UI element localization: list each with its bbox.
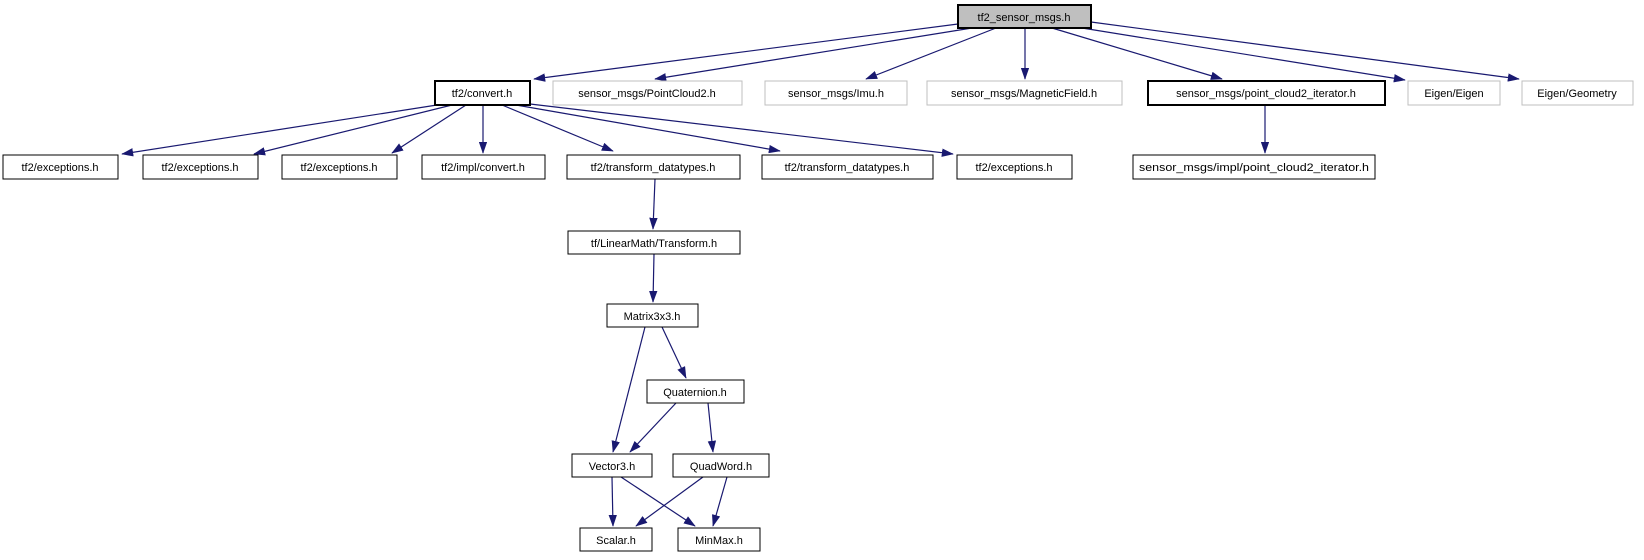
nodes-layer: tf2_sensor_msgs.h tf2/convert.h sensor_m… xyxy=(2,4,1634,552)
edge-root-to-pc2-iterator xyxy=(1051,27,1223,80)
node-label: tf2/exceptions.h xyxy=(975,162,1052,174)
node-box xyxy=(552,80,743,106)
node-tf2-exceptions-4[interactable]: tf2/exceptions.h xyxy=(956,154,1073,180)
node-label: sensor_msgs/point_cloud2_iterator.h xyxy=(1176,88,1356,100)
node-label: Eigen/Geometry xyxy=(1537,88,1617,100)
edge-transform-datatypes-1-to-tf-transform xyxy=(649,178,658,230)
node-label: tf2/exceptions.h xyxy=(21,162,98,174)
edge-root-to-pointcloud2 xyxy=(654,27,973,82)
edge-convert-to-exceptions-4 xyxy=(529,103,954,157)
node-minmax[interactable]: MinMax.h xyxy=(677,527,761,552)
node-box xyxy=(926,80,1123,106)
edge-quaternion-to-quadword xyxy=(707,402,717,453)
node-tf2-impl-convert[interactable]: tf2/impl/convert.h xyxy=(421,154,546,180)
node-eigen-geometry: Eigen/Geometry xyxy=(1521,80,1634,106)
node-sensor-msgs-imu: sensor_msgs/Imu.h xyxy=(764,80,908,106)
edge-matrix3x3-to-vector3 xyxy=(611,326,646,453)
node-sensor-msgs-pointcloud2: sensor_msgs/PointCloud2.h xyxy=(552,80,743,106)
node-eigen-eigen: Eigen/Eigen xyxy=(1407,80,1501,106)
node-label: Scalar.h xyxy=(596,535,636,547)
node-box xyxy=(606,303,699,328)
node-box xyxy=(1407,80,1501,106)
node-tf2-exceptions-3[interactable]: tf2/exceptions.h xyxy=(281,154,398,180)
node-box xyxy=(761,154,934,180)
node-quadword[interactable]: QuadWord.h xyxy=(672,453,770,478)
node-box xyxy=(566,154,741,180)
node-box xyxy=(1132,154,1376,180)
node-box xyxy=(646,379,745,404)
edge-quadword-to-minmax xyxy=(712,476,728,527)
edge-root-to-eigen-eigen xyxy=(1081,27,1406,83)
node-label: sensor_msgs/Imu.h xyxy=(788,88,884,100)
node-tf2-transform-datatypes-1[interactable]: tf2/transform_datatypes.h xyxy=(566,154,741,180)
node-label: tf2/exceptions.h xyxy=(161,162,238,174)
node-label: MinMax.h xyxy=(695,535,743,547)
node-sensor-msgs-magneticfield: sensor_msgs/MagneticField.h xyxy=(926,80,1123,106)
node-tf-linearmath-transform[interactable]: tf/LinearMath/Transform.h xyxy=(567,230,741,255)
edge-tf-transform-to-matrix3x3 xyxy=(649,253,658,303)
edge-convert-to-exceptions-2 xyxy=(253,104,453,156)
node-scalar[interactable]: Scalar.h xyxy=(579,527,653,552)
edge-quadword-to-scalar xyxy=(635,476,704,527)
edge-convert-to-transform-datatypes-2 xyxy=(515,104,781,154)
edge-root-to-imu xyxy=(865,27,997,80)
node-label: Eigen/Eigen xyxy=(1424,88,1483,100)
node-label: Vector3.h xyxy=(589,461,635,473)
edge-convert-to-exceptions-1 xyxy=(121,104,438,157)
node-tf2-convert[interactable]: tf2/convert.h xyxy=(434,80,531,106)
node-box xyxy=(677,527,761,552)
edge-matrix3x3-to-quaternion xyxy=(661,326,687,379)
edge-convert-to-transform-datatypes-1 xyxy=(501,104,614,152)
node-tf2-transform-datatypes-2[interactable]: tf2/transform_datatypes.h xyxy=(761,154,934,180)
node-box xyxy=(579,527,653,552)
node-label: tf2_sensor_msgs.h xyxy=(978,12,1071,24)
node-tf2-exceptions-1[interactable]: tf2/exceptions.h xyxy=(2,154,119,180)
node-box xyxy=(571,453,653,478)
edge-vector3-to-scalar xyxy=(608,476,617,527)
node-tf2-sensor-msgs: tf2_sensor_msgs.h xyxy=(957,4,1092,29)
node-label: Quaternion.h xyxy=(663,387,727,399)
edge-convert-to-exceptions-3 xyxy=(391,104,467,154)
edge-root-to-eigen-geometry xyxy=(1090,21,1520,82)
node-label: sensor_msgs/MagneticField.h xyxy=(951,88,1097,100)
node-box xyxy=(434,80,531,106)
node-label: tf2/convert.h xyxy=(452,88,513,100)
node-label: tf2/impl/convert.h xyxy=(441,162,525,174)
node-box xyxy=(956,154,1073,180)
edge-quaternion-to-vector3 xyxy=(629,402,677,453)
node-box xyxy=(421,154,546,180)
node-label: tf2/transform_datatypes.h xyxy=(785,162,910,174)
node-box xyxy=(142,154,259,180)
node-sensor-msgs-point-cloud2-iterator[interactable]: sensor_msgs/point_cloud2_iterator.h xyxy=(1147,80,1386,106)
node-box xyxy=(672,453,770,478)
edges-layer xyxy=(121,21,1520,527)
node-box xyxy=(567,230,741,255)
node-matrix3x3[interactable]: Matrix3x3.h xyxy=(606,303,699,328)
node-label: sensor_msgs/PointCloud2.h xyxy=(578,88,716,100)
node-box xyxy=(1147,80,1386,106)
node-quaternion[interactable]: Quaternion.h xyxy=(646,379,745,404)
edge-vector3-to-minmax xyxy=(620,476,696,527)
node-label: QuadWord.h xyxy=(690,461,752,473)
node-sensor-msgs-impl-point-cloud2-iterator[interactable]: sensor_msgs/impl/point_cloud2_iterator.h xyxy=(1132,154,1376,180)
node-box xyxy=(281,154,398,180)
node-box xyxy=(957,4,1092,29)
node-label: tf/LinearMath/Transform.h xyxy=(591,238,717,250)
edge-root-to-convert xyxy=(533,23,959,82)
node-label: tf2/exceptions.h xyxy=(300,162,377,174)
node-label: tf2/transform_datatypes.h xyxy=(591,162,716,174)
node-tf2-exceptions-2[interactable]: tf2/exceptions.h xyxy=(142,154,259,180)
node-box xyxy=(764,80,908,106)
node-label: sensor_msgs/impl/point_cloud2_iterator.h xyxy=(1139,162,1369,174)
node-label: Matrix3x3.h xyxy=(624,311,681,323)
node-vector3[interactable]: Vector3.h xyxy=(571,453,653,478)
node-box xyxy=(2,154,119,180)
node-box xyxy=(1521,80,1634,106)
